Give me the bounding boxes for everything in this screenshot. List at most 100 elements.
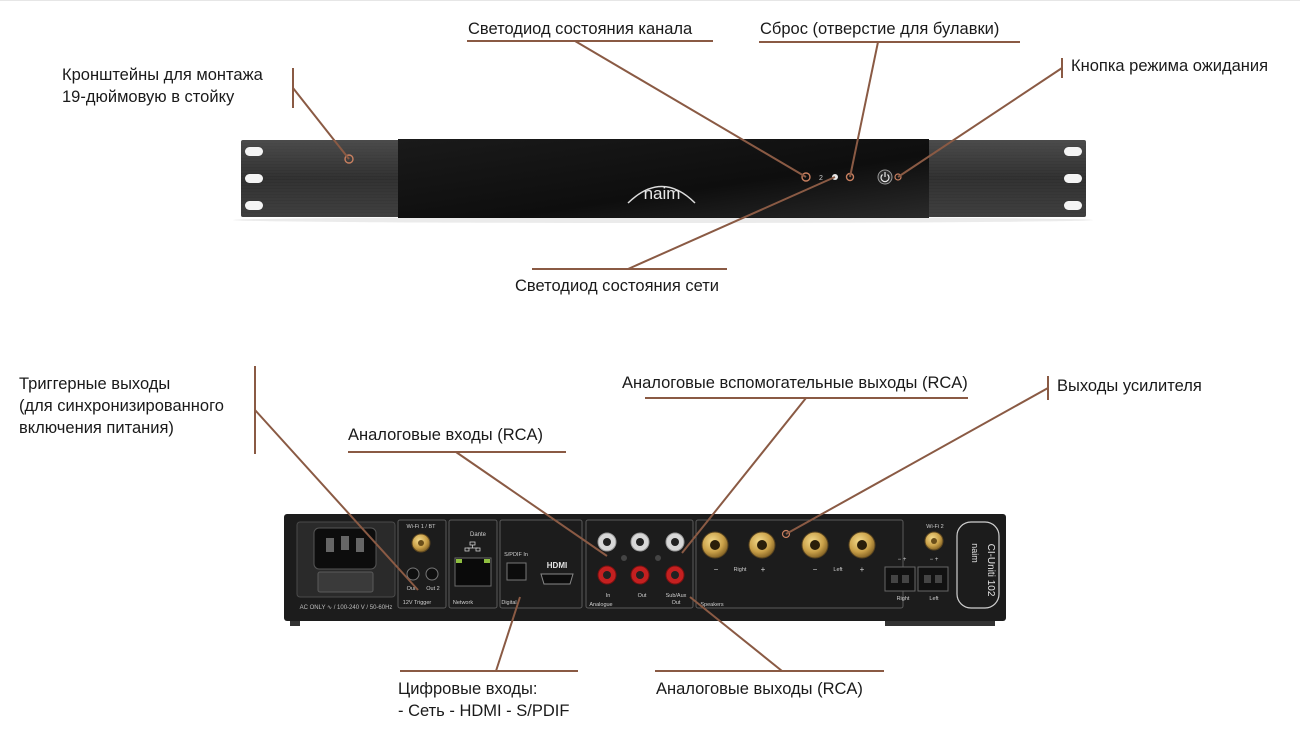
speaker-right-label: Right (734, 567, 747, 573)
ethernet-led-right (484, 559, 490, 563)
leader-analogue-in (455, 451, 608, 557)
front-naim-logo: naim (644, 184, 681, 203)
wifi1-label: Wi-Fi 1 / BT (406, 524, 436, 530)
spdif-optical-input[interactable] (506, 562, 527, 581)
analogue-label: Analogue (589, 602, 612, 608)
wifi2-antenna-center (931, 538, 937, 544)
label-line: включения питания) (19, 419, 174, 437)
label-line: Триггерные выходы (19, 375, 171, 393)
amp-left-label: Left (929, 596, 939, 602)
leader-digital-in (495, 596, 521, 672)
label-network-led: Светодиод состояния сети (515, 277, 720, 295)
analogue-in-red-rca[interactable] (597, 565, 617, 585)
trigger-out-jack[interactable] (406, 567, 420, 581)
amp-output-left-connector[interactable] (917, 566, 949, 592)
network-icon (464, 541, 481, 552)
analogue-section (585, 519, 694, 609)
analogue-in-white-rca[interactable] (597, 532, 617, 552)
label-analogue-out: Аналоговые выходы (RCA) (656, 680, 863, 698)
leader-network-led (627, 176, 836, 270)
hdmi-port[interactable] (540, 573, 574, 585)
model-name: CI-Uniti 102 (985, 544, 996, 597)
trigger-wifi-section (397, 519, 447, 609)
speaker-terminal-left-minus[interactable] (801, 531, 829, 559)
label-line: Кронштейны для монтажа (62, 66, 263, 84)
digital-label: Digital (501, 600, 516, 606)
top-divider (0, 0, 1300, 1)
amp-output-right-connector[interactable] (884, 566, 916, 592)
leader-standby (897, 67, 1063, 178)
connector-pin (924, 575, 931, 583)
ac-rating-text: AC ONLY ∿ / 100-240 V / 50-60Hz (300, 605, 393, 611)
label-rack-brackets: Кронштейны для монтажа 19-дюймовую в сто… (62, 64, 263, 108)
speaker-left-label: Left (833, 567, 843, 573)
speaker-terminal-right-plus[interactable] (748, 531, 776, 559)
connector-pin (935, 575, 942, 583)
leader-lines (254, 40, 1063, 672)
rack-ear-slots-right (1064, 147, 1082, 210)
right-plus-sign: + (761, 565, 766, 574)
label-analogue-aux: Аналоговые вспомогательные выходы (RCA) (622, 374, 968, 392)
amp-left-signs: − + (930, 557, 939, 563)
analogue-in-label: In (606, 593, 611, 599)
iec-pin-left (326, 538, 334, 552)
ground-screw (621, 555, 627, 561)
label-standby: Кнопка режима ожидания (1071, 57, 1269, 75)
sub-aux-label: Sub/Aux (666, 593, 687, 599)
wifi2-label: Wi-Fi 2 (926, 524, 943, 530)
label-analogue-in: Аналоговые входы (RCA) (348, 426, 544, 444)
label-line: - Сеть - HDMI - S/PDIF (398, 702, 570, 720)
front-led-number: 2 (819, 175, 823, 182)
spdif-label: S/PDIF In (504, 552, 528, 558)
trigger-out2-jack[interactable] (425, 567, 439, 581)
network-section (448, 519, 498, 609)
trigger-section-label: 12V Trigger (403, 600, 432, 606)
speaker-terminal-right-minus[interactable] (701, 531, 729, 559)
front-shadow (233, 217, 1093, 223)
channel-status-led (801, 172, 811, 182)
label-digital-in: Цифровые входы: - Сеть - HDMI - S/PDIF (398, 678, 569, 722)
iec-pin-center (341, 536, 349, 550)
dante-label: Dante (470, 532, 487, 538)
leader-analogue-aux (681, 397, 807, 554)
leader-analogue-out (689, 596, 783, 672)
standby-indicator (894, 173, 902, 181)
analogue-out-red-rca[interactable] (630, 565, 650, 585)
speaker-terminal-left-plus[interactable] (848, 531, 876, 559)
front-panel: naim 2 (233, 139, 1093, 223)
leader-rack-brackets (292, 87, 350, 160)
label-line: 19-дюймовую в стойку (62, 88, 235, 106)
rear-panel: AC ONLY ∿ / 100-240 V / 50-60Hz Wi-Fi 1 … (284, 514, 1006, 626)
network-label: Network (453, 600, 473, 606)
analogue-out-label: Out (638, 593, 647, 599)
leader-channel-led (574, 40, 807, 178)
amp-outputs-marker (781, 529, 791, 539)
rear-naim-logo: naim (970, 543, 980, 563)
power-icon (880, 172, 890, 183)
rack-bracket-marker (344, 154, 354, 164)
fuse-drawer[interactable] (317, 571, 374, 593)
hdmi-label: HDMI (547, 561, 567, 570)
wifi1-antenna-center (418, 540, 424, 546)
trigger-out-label: Out (407, 586, 416, 592)
connector-pin (891, 575, 898, 583)
sub-out-white-rca[interactable] (665, 532, 685, 552)
left-plus-sign: + (860, 565, 865, 574)
leader-reset (849, 41, 879, 178)
label-line: Цифровые входы: (398, 680, 538, 698)
rear-foot-left (290, 621, 300, 626)
trigger-out2-label: Out 2 (426, 586, 439, 592)
ethernet-led-left (456, 559, 462, 563)
naim-logo-arc (627, 185, 696, 204)
label-reset: Сброс (отверстие для булавки) (760, 20, 1000, 38)
label-amp-outputs: Выходы усилителя (1057, 377, 1202, 395)
model-plate (956, 521, 1000, 609)
amp-right-signs: − + (898, 557, 907, 563)
label-triggers: Триггерные выходы (для синхронизированно… (19, 373, 224, 439)
analogue-out-white-rca[interactable] (630, 532, 650, 552)
digital-section (499, 519, 583, 609)
front-glossy-fascia (398, 139, 929, 218)
label-channel-led: Светодиод состояния канала (468, 20, 693, 38)
sub-out-red-rca[interactable] (665, 565, 685, 585)
